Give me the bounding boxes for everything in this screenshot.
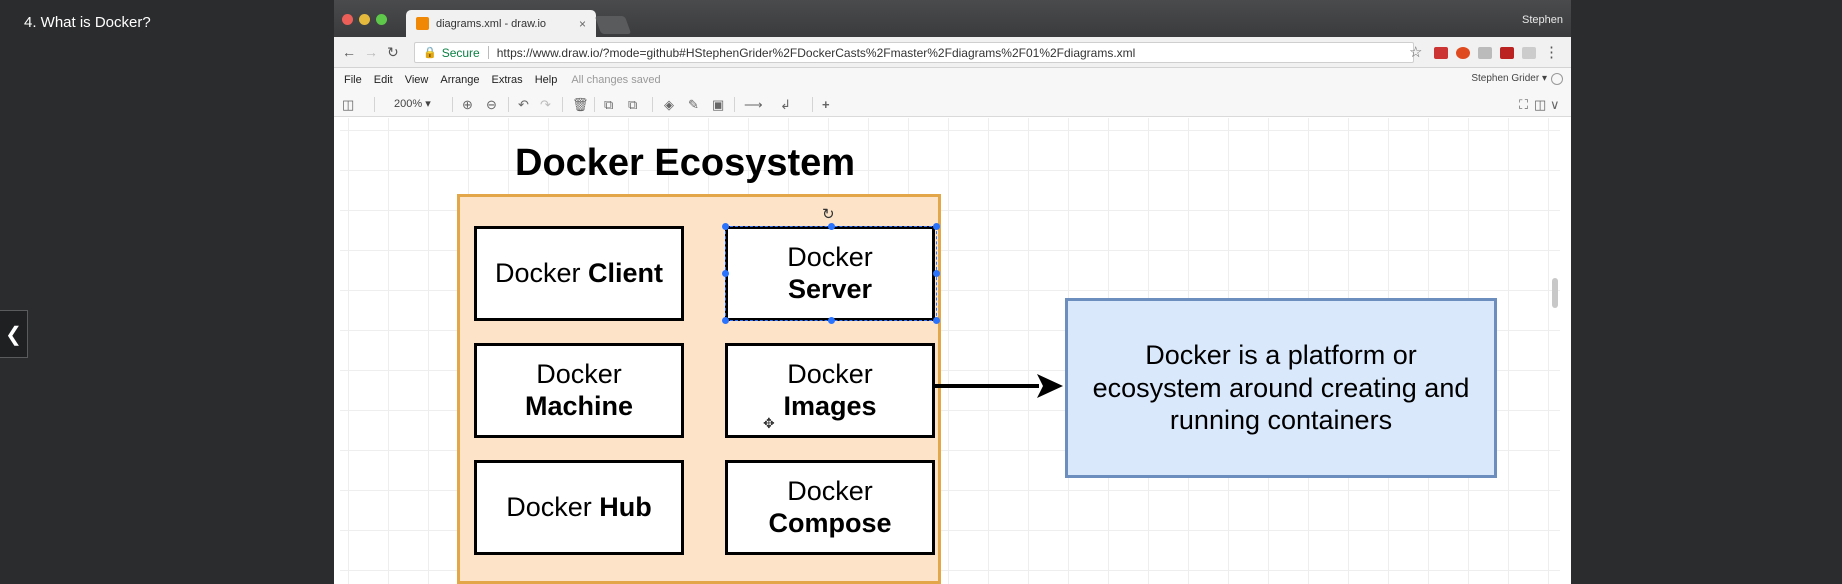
forward-arrow-icon[interactable]: → xyxy=(364,44,378,60)
docker-compose-box[interactable]: Docker Compose xyxy=(725,460,935,555)
component-label-bold: Hub xyxy=(599,491,652,522)
component-label: Docker xyxy=(787,476,873,507)
docker-machine-box[interactable]: Docker Machine xyxy=(474,343,684,438)
docker-server-box[interactable]: Docker Server xyxy=(725,226,935,321)
menu-arrange[interactable]: Arrange xyxy=(440,74,480,86)
zoom-value: 200% xyxy=(394,98,423,110)
docker-client-box[interactable]: Docker Client xyxy=(474,226,684,321)
component-label: Docker xyxy=(536,359,622,390)
move-cursor-icon: ✥ xyxy=(763,415,775,431)
undo-icon[interactable]: ↶ xyxy=(518,97,529,112)
arrow-head xyxy=(1037,374,1063,398)
vertical-scrollbar[interactable] xyxy=(1552,278,1558,308)
back-arrow-icon[interactable]: ← xyxy=(342,44,356,60)
omnibox-divider xyxy=(487,46,489,59)
secure-label: Secure xyxy=(441,45,480,60)
browser-tab[interactable]: diagrams.xml - draw.io × xyxy=(406,10,596,37)
user-menu[interactable]: Stephen Grider ▾ xyxy=(1471,73,1547,84)
zoom-out-icon[interactable]: ⊖ xyxy=(486,97,497,112)
zoom-in-icon[interactable]: ⊕ xyxy=(462,97,473,112)
save-status: All changes saved xyxy=(571,74,661,86)
browser-profile[interactable]: Stephen xyxy=(1522,14,1563,26)
previous-lecture-button[interactable]: ❮ xyxy=(0,310,28,358)
lecture-title: 4. What is Docker? xyxy=(24,14,151,31)
component-label: Docker xyxy=(494,257,581,288)
new-tab-button[interactable] xyxy=(594,16,632,34)
browser-window: diagrams.xml - draw.io × Stephen ← → ↻ 🔒… xyxy=(334,0,1571,584)
diagram-canvas[interactable]: Docker Ecosystem Docker Client Docker Se… xyxy=(340,118,1560,584)
redo-icon[interactable]: ↷ xyxy=(540,97,551,112)
globe-icon[interactable] xyxy=(1551,73,1563,85)
docker-images-box[interactable]: Docker Images xyxy=(725,343,935,438)
chevron-left-icon: ❮ xyxy=(5,323,22,346)
url-text: https://www.draw.io/?mode=github#HStephe… xyxy=(496,45,1136,60)
component-label-bold: Compose xyxy=(768,507,892,538)
user-name: Stephen Grider xyxy=(1471,73,1540,84)
fill-color-icon[interactable]: ◈ xyxy=(664,97,674,112)
connection-icon[interactable]: ⟶ xyxy=(744,97,763,112)
format-panel-icon[interactable]: ◫ xyxy=(342,97,355,112)
maximize-window-button[interactable] xyxy=(376,14,387,25)
zoom-select[interactable]: 200% ▾ xyxy=(394,98,431,110)
shadow-icon[interactable]: ▣ xyxy=(712,97,725,112)
tab-title: diagrams.xml - draw.io xyxy=(436,17,547,30)
description-box[interactable]: Docker is a platform or ecosystem around… xyxy=(1065,298,1497,478)
toolbar-divider xyxy=(374,97,375,112)
collapse-icon[interactable]: ∨ xyxy=(1550,97,1560,112)
extension-icon[interactable] xyxy=(1522,47,1536,59)
menu-file[interactable]: File xyxy=(344,74,362,86)
menu-help[interactable]: Help xyxy=(534,74,558,86)
component-label: Docker xyxy=(787,359,873,390)
tab-close-icon[interactable]: × xyxy=(578,16,586,31)
component-label: Docker xyxy=(506,491,592,522)
line-color-icon[interactable]: ✎ xyxy=(688,97,699,112)
minimize-window-button[interactable] xyxy=(359,14,370,25)
toolbar-divider xyxy=(594,97,595,112)
component-label-bold: Images xyxy=(783,390,877,421)
component-label-bold: Client xyxy=(588,257,664,288)
close-window-button[interactable] xyxy=(342,14,353,25)
toolbar-divider xyxy=(812,97,813,112)
star-icon[interactable]: ☆ xyxy=(1409,44,1423,61)
to-back-icon[interactable]: ⧉ xyxy=(628,97,638,112)
address-bar: ← → ↻ 🔒 Secure https://www.draw.io/?mode… xyxy=(334,37,1571,68)
ecosystem-group[interactable]: Docker Client Docker Server Docker Machi… xyxy=(457,194,941,584)
extension-icon[interactable] xyxy=(1500,47,1514,59)
component-label: Docker xyxy=(787,242,873,273)
component-label-bold: Server xyxy=(787,273,873,304)
toolbar-divider xyxy=(508,97,509,112)
component-label-bold: Machine xyxy=(524,390,634,421)
extension-icon[interactable] xyxy=(1478,47,1492,59)
toolbar-divider xyxy=(652,97,653,112)
docker-hub-box[interactable]: Docker Hub xyxy=(474,460,684,555)
connector-arrow[interactable] xyxy=(935,374,1065,398)
toolbar-divider xyxy=(562,97,563,112)
waypoints-icon[interactable]: ↲ xyxy=(780,97,791,112)
menu-edit[interactable]: Edit xyxy=(373,74,393,86)
fullscreen-icon[interactable]: ⛶ xyxy=(1519,97,1529,112)
toolbar-divider xyxy=(452,97,453,112)
menu-extras[interactable]: Extras xyxy=(491,74,523,86)
to-front-icon[interactable]: ⧉ xyxy=(604,97,614,112)
reload-icon[interactable]: ↻ xyxy=(387,44,399,60)
browser-menu-icon[interactable]: ⋮ xyxy=(1544,44,1559,61)
drawio-menubar: File Edit View Arrange Extras Help All c… xyxy=(334,68,1571,92)
url-input[interactable]: 🔒 Secure https://www.draw.io/?mode=githu… xyxy=(414,42,1414,63)
toolbar-divider xyxy=(734,97,735,112)
diagram-title[interactable]: Docker Ecosystem xyxy=(515,142,856,184)
panel-toggle-icon[interactable]: ◫ xyxy=(1534,97,1547,112)
delete-icon[interactable]: 🗑 xyxy=(572,97,589,112)
drawio-toolbar: ◫ 200% ▾ ⊕ ⊖ ↶ ↷ 🗑 ⧉ ⧉ ◈ ✎ ▣ ⟶ ↲ + ⛶ ◫ ∨ xyxy=(334,92,1571,117)
lock-icon: 🔒 xyxy=(423,47,437,59)
label-space xyxy=(581,258,589,289)
drawio-favicon xyxy=(416,17,429,30)
label-space xyxy=(592,492,600,523)
tab-strip: diagrams.xml - draw.io × Stephen xyxy=(334,0,1571,37)
rotate-icon[interactable]: ↻ xyxy=(822,206,835,223)
description-text: Docker is a platform or ecosystem around… xyxy=(1092,340,1470,436)
extension-icon[interactable] xyxy=(1434,47,1448,59)
insert-icon[interactable]: + xyxy=(822,97,830,112)
menu-view[interactable]: View xyxy=(404,74,429,86)
extension-icon[interactable] xyxy=(1456,47,1470,59)
